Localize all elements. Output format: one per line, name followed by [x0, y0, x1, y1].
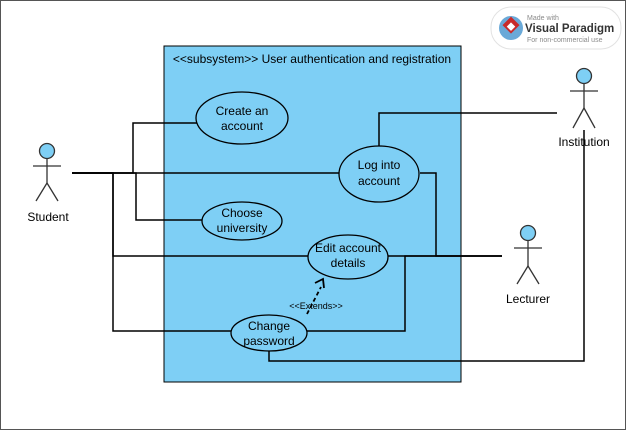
use-case-edit-account-details-line-2: details	[331, 256, 366, 270]
actor-institution-figure-icon	[570, 67, 598, 129]
use-case-create-account-line-1: Create an	[216, 104, 269, 118]
association-student-change-password[interactable]	[72, 172, 232, 332]
use-case-log-into-account-line-2: account	[358, 174, 401, 188]
use-case-choose-university-line-1: Choose	[221, 206, 263, 220]
extends-arrowhead	[314, 277, 325, 289]
use-case-edit-account-details[interactable]: Edit account details	[307, 234, 389, 280]
actor-institution[interactable]: Institution	[558, 67, 610, 150]
use-case-change-password-line-1: Change	[248, 319, 290, 333]
actor-lecturer[interactable]: Lecturer	[506, 224, 550, 307]
visual-paradigm-logo-icon	[499, 16, 523, 40]
use-case-change-password[interactable]: Change password	[230, 314, 308, 352]
association-institution-log-into-account[interactable]	[378, 112, 557, 146]
use-case-edit-account-details-line-1: Edit account	[315, 241, 382, 255]
use-case-create-account-line-2: account	[221, 119, 264, 133]
subsystem-title: <<subsystem>> User authentication and re…	[173, 52, 451, 66]
extends-dashed-line	[306, 286, 322, 315]
use-case-choose-university[interactable]: Choose university	[201, 201, 283, 241]
watermark-badge	[490, 6, 622, 50]
actor-institution-label: Institution	[558, 135, 609, 149]
use-case-log-into-account-line-1: Log into	[358, 158, 401, 172]
use-case-log-into-account[interactable]: Log into account	[338, 145, 420, 203]
actor-student-figure-icon	[33, 142, 61, 202]
extends-label: <<Extends>>	[289, 301, 343, 311]
extends-relationship[interactable]: <<Extends>>	[289, 277, 343, 315]
use-case-choose-university-line-2: university	[217, 221, 268, 235]
watermark-made-with: Made with	[527, 15, 559, 22]
watermark-brand: Visual Paradigm	[525, 23, 614, 35]
use-case-create-account[interactable]: Create an account	[195, 91, 289, 145]
actor-lecturer-figure-icon	[514, 224, 542, 285]
association-lines	[72, 112, 585, 362]
watermark-note: For non-commercial use	[527, 37, 603, 44]
actor-lecturer-label: Lecturer	[506, 292, 550, 306]
actor-student[interactable]: Student	[27, 142, 69, 225]
actor-student-label: Student	[27, 210, 69, 224]
association-lecturer-change-password[interactable]	[306, 255, 502, 332]
watermark: Made with Visual Paradigm For non-commer…	[490, 6, 622, 50]
association-institution-change-password[interactable]	[268, 130, 585, 362]
use-case-change-password-line-2: password	[243, 334, 294, 348]
